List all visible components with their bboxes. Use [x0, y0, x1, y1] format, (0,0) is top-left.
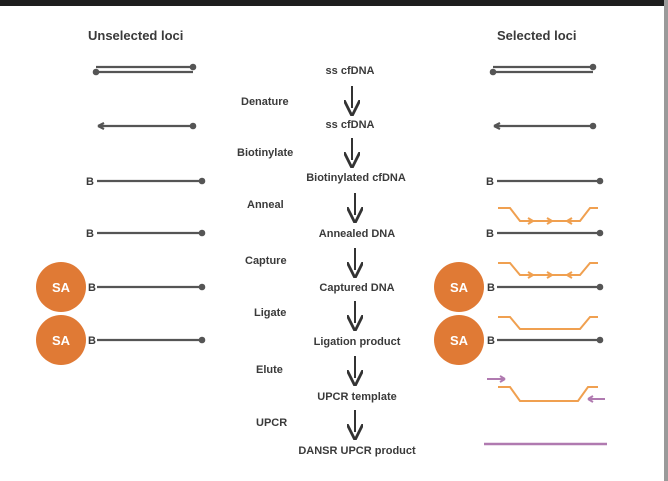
- left-biotin-b-4: B: [86, 228, 94, 240]
- left-biotin-labels: B B B B: [86, 176, 96, 347]
- svg-text:SA: SA: [450, 280, 469, 295]
- left-biotin-b-5: B: [88, 282, 96, 294]
- right-biotin-b-6: B: [487, 335, 495, 347]
- svg-text:SA: SA: [450, 333, 469, 348]
- selected-loci-diagram: [491, 65, 602, 342]
- probe-ligated: [498, 317, 598, 329]
- upcr-template-strand: [498, 387, 598, 401]
- down-arrows: [352, 86, 355, 432]
- right-biotin-b-3: B: [486, 176, 494, 188]
- right-biotin-b-4: B: [486, 228, 494, 240]
- right-biotin-labels: B B B B: [486, 176, 495, 347]
- unselected-loci-diagram: [94, 65, 204, 342]
- left-biotin-b-3: B: [86, 176, 94, 188]
- svg-text:SA: SA: [52, 333, 71, 348]
- left-biotin-b-6: B: [88, 335, 96, 347]
- right-biotin-b-5: B: [487, 282, 495, 294]
- left-sa-beads: SA SA: [36, 262, 86, 365]
- right-sa-beads: SA SA: [434, 262, 484, 365]
- annealed-probes: [498, 208, 598, 401]
- svg-text:SA: SA: [52, 280, 71, 295]
